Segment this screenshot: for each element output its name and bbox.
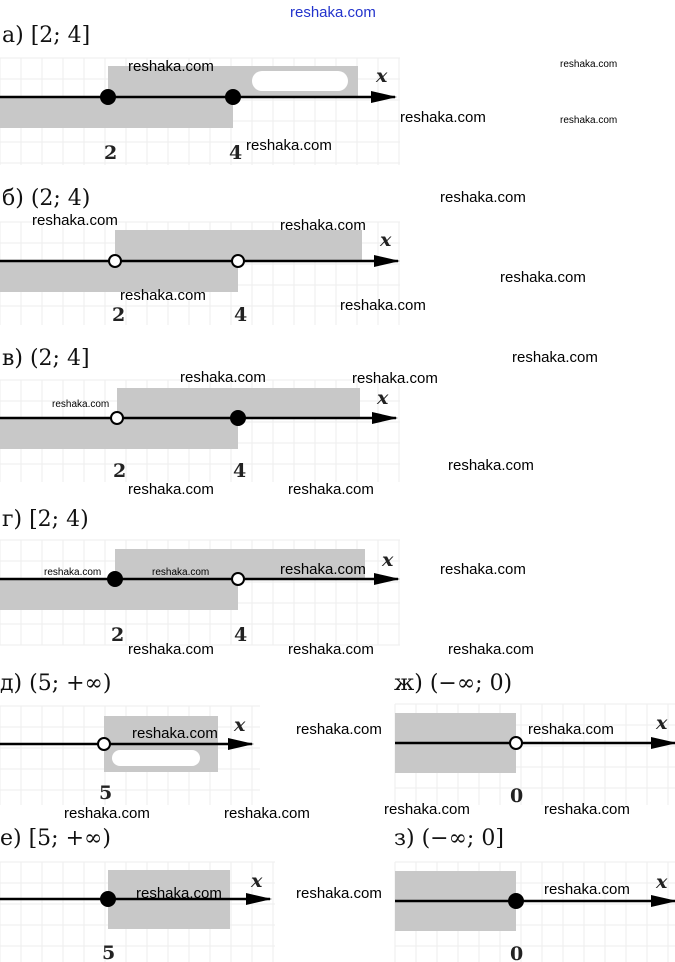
watermark: reshaka.com [52, 399, 109, 410]
tick-label: 4 [234, 304, 247, 326]
axis-label: x [375, 65, 388, 87]
panel-title: д) (5; +∞) [0, 671, 111, 696]
erased-patch [112, 750, 200, 766]
panel-d: д) (5; +∞) 5 x [0, 671, 254, 804]
tick-label: 0 [510, 785, 523, 807]
watermark: reshaka.com [288, 481, 374, 498]
tick-label: 4 [234, 624, 247, 646]
erased-patch [252, 71, 348, 91]
closed-point [508, 893, 524, 909]
watermark: reshaka.com [296, 721, 382, 738]
axis-label: x [655, 712, 668, 734]
watermark: reshaka.com [280, 561, 366, 578]
panel-zh: ж) (−∞; 0) 0 x [394, 671, 675, 807]
panel-title: в) (2; 4] [2, 346, 90, 371]
closed-point [100, 891, 116, 907]
watermark: reshaka.com [500, 269, 586, 286]
watermark: reshaka.com [288, 641, 374, 658]
watermark: reshaka.com [560, 115, 617, 126]
watermark: reshaka.com [560, 59, 617, 70]
panel-z: з) (−∞; 0] 0 x [394, 826, 675, 962]
watermark: reshaka.com [290, 4, 376, 21]
open-point [231, 254, 245, 268]
watermark: reshaka.com [512, 349, 598, 366]
watermark: reshaka.com [340, 297, 426, 314]
tick-label: 2 [113, 460, 126, 482]
watermarks: reshaka.com reshaka.com reshaka.com resh… [32, 4, 630, 822]
watermark: reshaka.com [384, 801, 470, 818]
watermark: reshaka.com [400, 109, 486, 126]
tick-label: 4 [233, 460, 246, 482]
open-point [110, 411, 124, 425]
open-point [231, 572, 245, 586]
closed-point [100, 89, 116, 105]
panel-a: а) [2; 4] 2 4 x [0, 23, 397, 164]
tick-label: 4 [229, 142, 242, 164]
panel-title: е) [5; +∞) [0, 826, 111, 851]
axis-label: x [655, 871, 668, 893]
open-point [509, 736, 523, 750]
watermark: reshaka.com [448, 457, 534, 474]
panel-title: з) (−∞; 0] [394, 826, 504, 851]
watermark: reshaka.com [528, 721, 614, 738]
watermark: reshaka.com [64, 805, 150, 822]
watermark: reshaka.com [32, 212, 118, 229]
open-point [97, 737, 111, 751]
closed-point [107, 571, 123, 587]
watermark: reshaka.com [352, 370, 438, 387]
panel-v: в) (2; 4] 2 4 x [0, 346, 398, 482]
tick-label: 5 [102, 942, 115, 962]
axis-label: x [233, 714, 246, 736]
watermark: reshaka.com [120, 287, 206, 304]
closed-point [230, 410, 246, 426]
panel-title: ж) (−∞; 0) [394, 671, 512, 696]
watermark: reshaka.com [280, 217, 366, 234]
watermark: reshaka.com [44, 567, 101, 578]
axis-label: x [250, 870, 263, 892]
watermark: reshaka.com [224, 805, 310, 822]
watermark: reshaka.com [128, 58, 214, 75]
watermark: reshaka.com [132, 725, 218, 742]
panel-title: а) [2; 4] [2, 23, 90, 48]
closed-point [225, 89, 241, 105]
panel-g: г) [2; 4) 2 4 x [0, 507, 400, 646]
tick-label: 2 [112, 304, 125, 326]
watermark: reshaka.com [180, 369, 266, 386]
tick-label: 2 [104, 142, 117, 164]
axis-label: x [379, 229, 392, 251]
watermark: reshaka.com [128, 641, 214, 658]
watermark: reshaka.com [544, 801, 630, 818]
panel-title: б) (2; 4) [2, 186, 90, 211]
panel-title: г) [2; 4) [2, 507, 89, 532]
watermark: reshaka.com [152, 567, 209, 578]
tick-label: 5 [99, 782, 112, 804]
watermark: reshaka.com [128, 481, 214, 498]
watermark: reshaka.com [440, 189, 526, 206]
axis-label: x [376, 387, 389, 409]
tick-label: 0 [510, 943, 523, 962]
panel-b: б) (2; 4) 2 4 x [0, 186, 400, 326]
panel-e: е) [5; +∞) 5 x [0, 826, 272, 962]
watermark: reshaka.com [246, 137, 332, 154]
shading-less [0, 97, 233, 128]
axis-label: x [381, 549, 394, 571]
watermark: reshaka.com [440, 561, 526, 578]
tick-label: 2 [111, 624, 124, 646]
open-point [108, 254, 122, 268]
watermark: reshaka.com [448, 641, 534, 658]
